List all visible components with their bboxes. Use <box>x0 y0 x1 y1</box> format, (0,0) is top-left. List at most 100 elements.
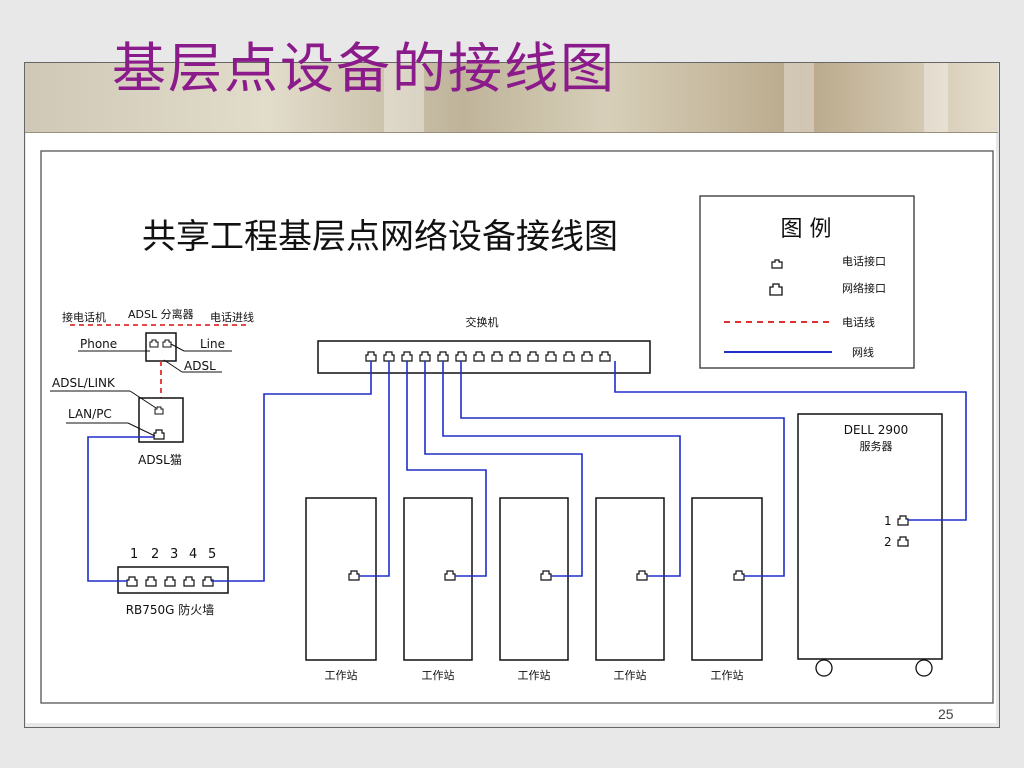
switch-port-icon <box>599 351 611 362</box>
adsl-link-label: ADSL/LINK <box>52 376 116 390</box>
lan-pc-pointer <box>127 422 156 437</box>
workstation-port-icon <box>444 570 456 581</box>
cable-modem-router <box>87 436 154 582</box>
legend-title: 图 例 <box>781 217 832 242</box>
network-cables <box>87 361 967 582</box>
adsl-modem-box <box>138 397 184 443</box>
cable-switch-ws3 <box>424 361 583 577</box>
switch: 交换机 <box>317 315 651 374</box>
router-port-3-number: 3 <box>170 547 178 562</box>
router-port-5-number: 5 <box>208 547 216 562</box>
workstation-ports <box>348 570 745 581</box>
legend-network-port: 网络接口 <box>842 281 886 295</box>
switch-ports <box>365 351 611 362</box>
router: 1 2 3 4 5 RB750G 防火墙 <box>117 547 229 617</box>
cable-switch-ws4 <box>442 361 681 577</box>
server-port-1-number: 1 <box>884 514 892 528</box>
splitter-phone-port-icon <box>149 339 159 348</box>
switch-port-icon <box>365 351 377 362</box>
modem-lan-port-icon <box>153 429 165 440</box>
workstation-3-box <box>499 497 569 661</box>
workstation-1-label: 工作站 <box>325 668 358 682</box>
switch-port-icon <box>545 351 557 362</box>
workstation-5-box <box>691 497 763 661</box>
workstation-2-box <box>403 497 473 661</box>
adsl-port-label: ADSL <box>184 359 216 373</box>
cable-switch-ws2 <box>406 361 487 577</box>
workstation-port-icon <box>733 570 745 581</box>
switch-port-icon <box>563 351 575 362</box>
server-wheel <box>815 659 833 677</box>
router-port-icon <box>126 576 138 587</box>
page-number: 25 <box>938 706 954 722</box>
server-port-2-icon <box>897 536 909 547</box>
workstation-port-icon <box>540 570 552 581</box>
phone-label: Phone <box>80 337 117 351</box>
cable-switch-ws5 <box>460 361 785 577</box>
cable-router-switch <box>211 361 372 582</box>
adsl-link-pointer <box>129 390 157 409</box>
legend-network-line-label: 网线 <box>852 345 874 359</box>
workstations <box>305 497 763 661</box>
router-ports <box>126 576 214 587</box>
server-port-1-icon <box>897 515 909 526</box>
switch-port-icon <box>491 351 503 362</box>
router-label: RB750G 防火墙 <box>126 602 215 617</box>
slide-title: 基层点设备的接线图 <box>112 37 616 100</box>
workstation-5-label: 工作站 <box>711 668 744 682</box>
legend-phone-line-label: 电话线 <box>842 315 875 329</box>
legend-phone-port: 电话接口 <box>842 255 886 268</box>
splitter-line-port-icon <box>162 339 172 348</box>
workstation-4-label: 工作站 <box>614 668 647 682</box>
adsl-modem: ADSL/LINK LAN/PC ADSL猫 <box>50 376 184 467</box>
workstation-4-box <box>595 497 665 661</box>
switch-port-icon <box>401 351 413 362</box>
switch-label: 交换机 <box>466 315 499 329</box>
switch-port-icon <box>581 351 593 362</box>
server-wheel <box>915 659 933 677</box>
switch-port-icon <box>437 351 449 362</box>
router-port-icon <box>202 576 214 587</box>
slide-frame <box>24 62 1000 728</box>
workstation-3-label: 工作站 <box>518 668 551 682</box>
workstation-2-label: 工作站 <box>422 668 455 682</box>
adsl-splitter-label: ADSL 分离器 <box>128 307 194 321</box>
switch-port-icon <box>455 351 467 362</box>
server-label: 服务器 <box>860 440 893 453</box>
connect-phone-label: 接电话机 <box>62 310 106 324</box>
phone-port-icon <box>771 259 783 269</box>
server-port-2-number: 2 <box>884 535 892 549</box>
switch-port-icon <box>419 351 431 362</box>
diagram-title: 共享工程基层点网络设备接线图 <box>142 217 618 257</box>
server-box <box>797 413 943 660</box>
switch-port-icon <box>527 351 539 362</box>
cable-switch-ws1 <box>359 361 390 577</box>
router-port-icon <box>164 576 176 587</box>
network-port-icon <box>769 283 783 296</box>
workstation-1-box <box>305 497 377 661</box>
switch-port-icon <box>383 351 395 362</box>
router-port-icon <box>145 576 157 587</box>
lan-pc-label: LAN/PC <box>68 407 112 421</box>
router-port-4-number: 4 <box>189 547 197 562</box>
router-port-icon <box>183 576 195 587</box>
phone-incoming-label: 电话进线 <box>210 310 254 324</box>
router-port-1-number: 1 <box>130 547 138 562</box>
workstation-port-icon <box>348 570 360 581</box>
router-port-2-number: 2 <box>151 547 159 562</box>
server: DELL 2900 服务器 1 2 <box>797 413 943 677</box>
diagram-border <box>40 150 994 704</box>
slide-banner <box>24 62 998 133</box>
workstation-port-icon <box>636 570 648 581</box>
adsl-modem-label: ADSL猫 <box>138 453 182 467</box>
switch-port-icon <box>509 351 521 362</box>
legend-box <box>699 195 915 369</box>
switch-port-icon <box>473 351 485 362</box>
legend: 图 例 电话接口 网络接口 电话线 网线 <box>699 195 915 369</box>
adsl-splitter-section: 接电话机 ADSL 分离器 电话进线 Phone Line ADSL <box>62 307 254 398</box>
cable-switch-server <box>614 361 967 521</box>
line-label: Line <box>200 337 225 351</box>
server-model-label: DELL 2900 <box>844 423 909 437</box>
modem-adsl-port-icon <box>154 406 164 415</box>
